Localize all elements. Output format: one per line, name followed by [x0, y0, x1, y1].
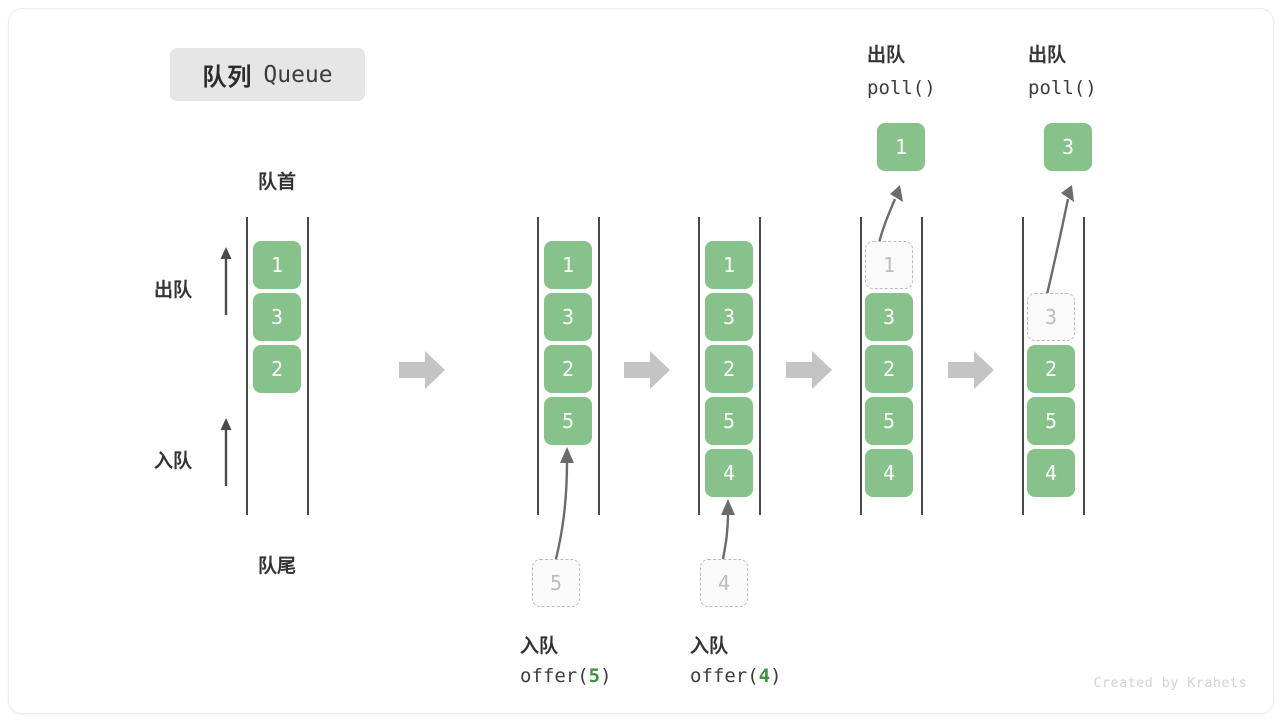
poll1-cn-label: 出队 — [867, 45, 906, 66]
title-cn: 队列 — [202, 64, 253, 91]
flow-arrow-icon — [399, 351, 445, 389]
poll1-code-label: poll() — [867, 77, 936, 99]
queue-cell: 2 — [1027, 345, 1075, 393]
dequeue-motion-arrow — [877, 185, 903, 244]
flow-arrow-icon — [624, 351, 670, 389]
enqueue-direction-arrow — [220, 418, 232, 486]
queue-cell: 3 — [865, 293, 913, 341]
offer4-prefix: offer( — [690, 665, 759, 687]
removed-element-ghost: 1 — [865, 241, 913, 289]
queue-head-label: 队首 — [257, 172, 296, 193]
rail-right-col4 — [921, 217, 923, 515]
offer5-arg: 5 — [588, 665, 601, 687]
queue-cell: 2 — [544, 345, 592, 393]
rail-left-col5 — [1022, 217, 1024, 515]
rail-left-col2 — [537, 217, 539, 515]
queue-cell: 2 — [253, 345, 301, 393]
popped-element: 3 — [1044, 123, 1092, 171]
removed-element-ghost: 3 — [1027, 293, 1075, 341]
rail-right-col3 — [759, 217, 761, 515]
enqueue-motion-arrow — [554, 447, 574, 560]
queue-cell: 5 — [705, 397, 753, 445]
enqueue-label: 入队 — [154, 451, 193, 472]
offer5-code-label: offer(5) — [520, 665, 612, 687]
flow-arrow-icon — [948, 351, 994, 389]
rail-right-col2 — [598, 217, 600, 515]
enqueue-motion-arrow — [721, 499, 735, 560]
rail-left-col4 — [860, 217, 862, 515]
rail-left-col1 — [246, 217, 248, 515]
offer4-arg: 4 — [758, 665, 771, 687]
dequeue-motion-arrow — [1043, 185, 1074, 304]
queue-cell: 1 — [544, 241, 592, 289]
dequeue-direction-arrow — [220, 247, 232, 315]
queue-cell: 5 — [1027, 397, 1075, 445]
offer5-cn-label: 入队 — [520, 636, 559, 657]
queue-cell: 2 — [865, 345, 913, 393]
queue-cell: 3 — [253, 293, 301, 341]
queue-cell: 2 — [705, 345, 753, 393]
title-badge: 队列 Queue — [170, 48, 365, 101]
offer4-suffix: ) — [770, 665, 782, 687]
offer4-cn-label: 入队 — [690, 636, 729, 657]
queue-cell-new: 4 — [705, 449, 753, 497]
offer4-code-label: offer(4) — [690, 665, 782, 687]
offer5-suffix: ) — [600, 665, 612, 687]
queue-cell: 3 — [544, 293, 592, 341]
poll3-code-label: poll() — [1028, 77, 1097, 99]
flow-arrow-icon — [786, 351, 832, 389]
credit-text: Created by Krahets — [1093, 675, 1247, 691]
queue-cell: 4 — [1027, 449, 1075, 497]
pending-element-ghost: 4 — [700, 559, 748, 607]
popped-element: 1 — [877, 123, 925, 171]
offer5-prefix: offer( — [520, 665, 589, 687]
title-en: Queue — [263, 61, 333, 88]
rail-right-col5 — [1083, 217, 1085, 515]
queue-cell-new: 5 — [544, 397, 592, 445]
poll3-cn-label: 出队 — [1028, 45, 1067, 66]
queue-cell: 5 — [865, 397, 913, 445]
rail-right-col1 — [307, 217, 309, 515]
queue-cell: 1 — [705, 241, 753, 289]
queue-cell: 3 — [705, 293, 753, 341]
queue-cell: 1 — [253, 241, 301, 289]
queue-tail-label: 队尾 — [257, 556, 296, 577]
diagram-card: 队列 Queue 队首 1 3 2 出队 入队 队尾 1 3 2 5 5 入队 … — [8, 8, 1274, 714]
dequeue-label: 出队 — [154, 280, 193, 301]
queue-cell: 4 — [865, 449, 913, 497]
rail-left-col3 — [698, 217, 700, 515]
pending-element-ghost: 5 — [532, 559, 580, 607]
